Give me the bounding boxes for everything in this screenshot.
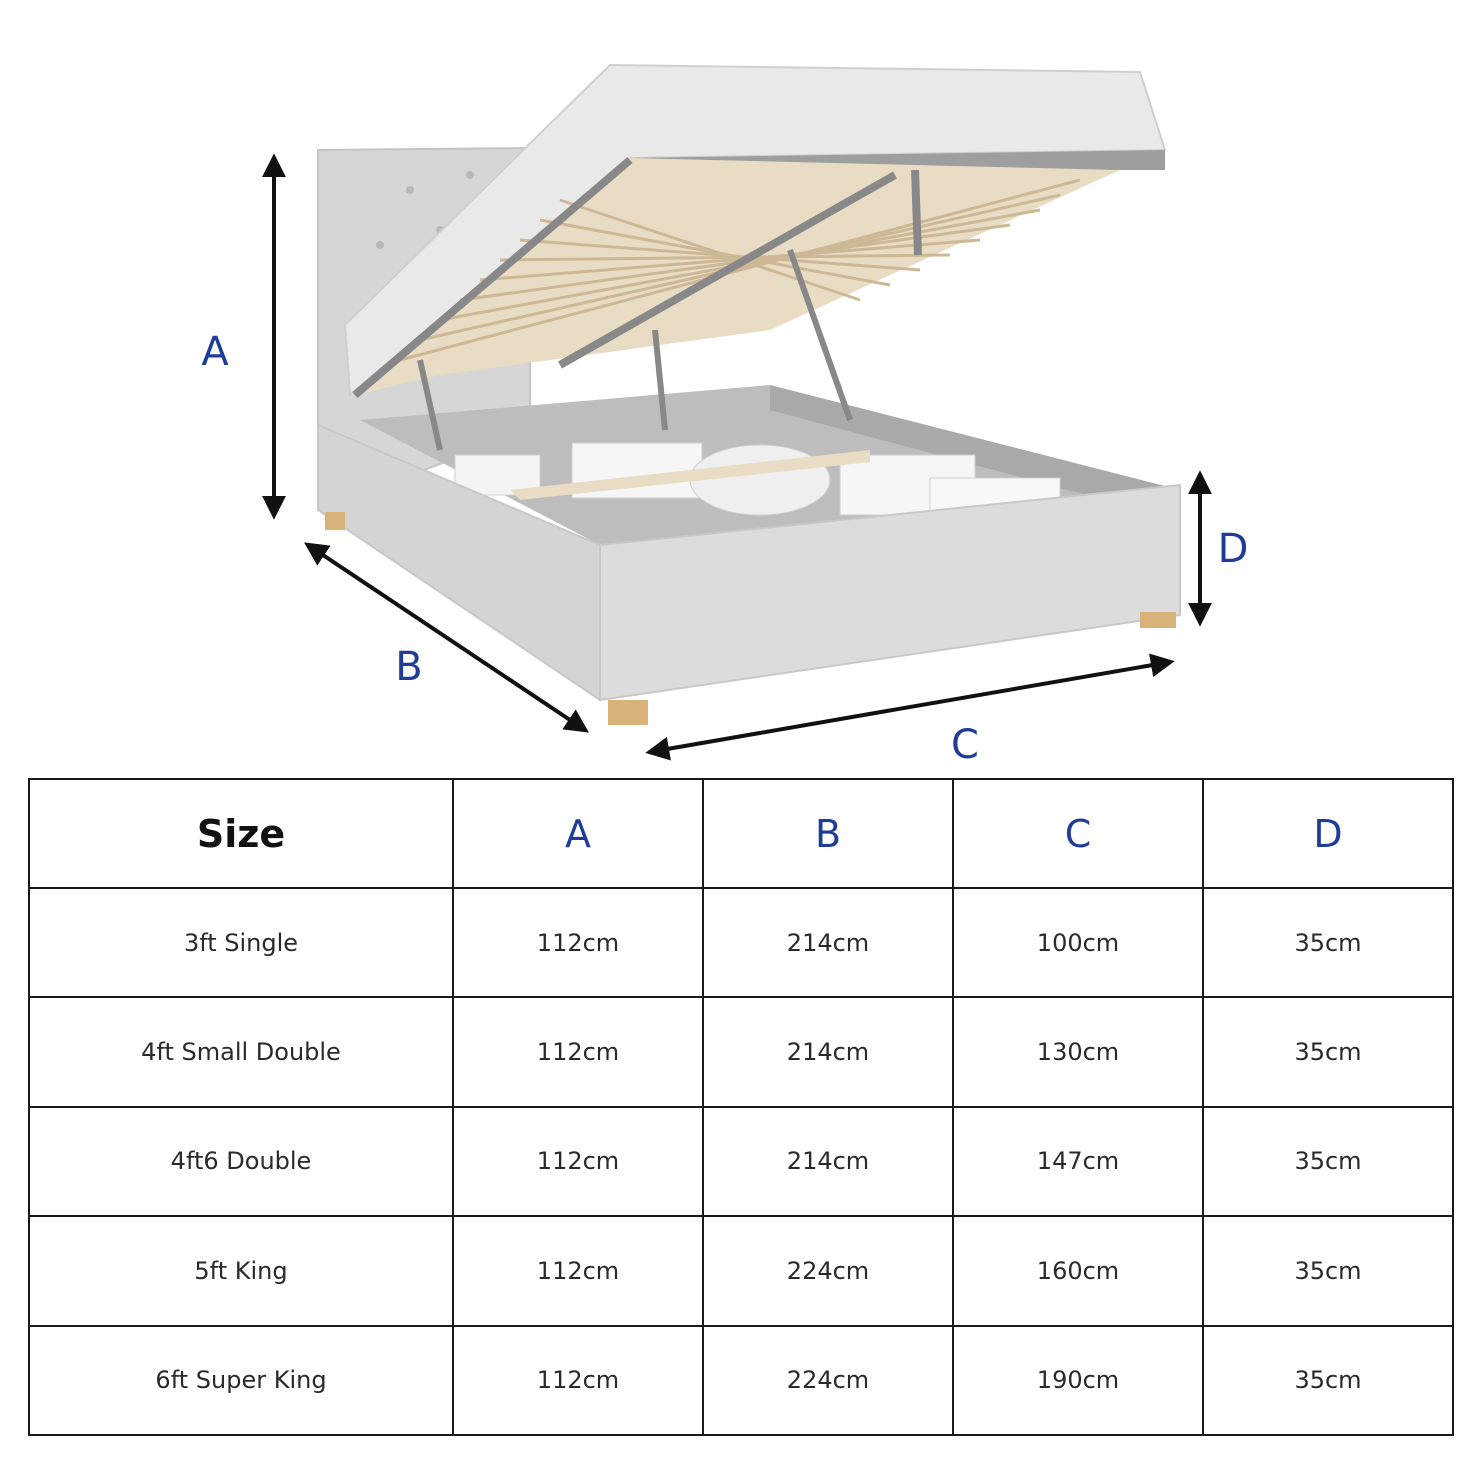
leg — [1140, 612, 1176, 628]
cell-b: 224cm — [702, 1215, 954, 1327]
header-size: Size — [28, 778, 454, 889]
cell-c: 190cm — [952, 1324, 1204, 1437]
header-b: B — [702, 778, 954, 889]
dimension-arrows — [262, 153, 1212, 761]
storage-base — [317, 385, 1181, 725]
cell-d: 35cm — [1202, 996, 1454, 1108]
ottoman-lid — [343, 63, 1167, 451]
header-a: A — [452, 778, 704, 889]
cell-a: 112cm — [452, 1215, 704, 1327]
table-row: 4ft Small Double 112cm 214cm 130cm 35cm — [28, 996, 1454, 1108]
dimension-label-b: B — [395, 644, 423, 690]
cell-a: 112cm — [452, 886, 704, 999]
cell-c: 130cm — [952, 996, 1204, 1108]
leg — [325, 512, 345, 530]
cell-a: 112cm — [452, 996, 704, 1108]
dimension-label-d: D — [1217, 526, 1249, 572]
table-row: 6ft Super King 112cm 224cm 190cm 35cm — [28, 1324, 1454, 1437]
size-table: Size A B C D 3ft Single 112cm 214cm 100c… — [28, 778, 1454, 1437]
dimension-label-a: A — [201, 329, 229, 375]
cell-d: 35cm — [1202, 1324, 1454, 1437]
table-row: 5ft King 112cm 224cm 160cm 35cm — [28, 1215, 1454, 1327]
cell-b: 224cm — [702, 1324, 954, 1437]
bed-illustration — [262, 63, 1212, 761]
bed-dimension-diagram: A B C D — [201, 63, 1249, 768]
cell-a: 112cm — [452, 1324, 704, 1437]
cell-size: 5ft King — [28, 1215, 454, 1327]
cell-b: 214cm — [702, 1105, 954, 1218]
cell-b: 214cm — [702, 996, 954, 1108]
arrow-c — [645, 653, 1175, 761]
cell-size: 4ft Small Double — [28, 996, 454, 1108]
cell-c: 147cm — [952, 1105, 1204, 1218]
arrow-b — [304, 542, 589, 733]
cell-d: 35cm — [1202, 886, 1454, 999]
cell-size: 6ft Super King — [28, 1324, 454, 1437]
cell-size: 3ft Single — [28, 886, 454, 999]
cell-b: 214cm — [702, 886, 954, 999]
leg — [608, 700, 648, 725]
cell-a: 112cm — [452, 1105, 704, 1218]
cell-c: 160cm — [952, 1215, 1204, 1327]
cell-d: 35cm — [1202, 1105, 1454, 1218]
cell-c: 100cm — [952, 886, 1204, 999]
cell-size: 4ft6 Double — [28, 1105, 454, 1218]
header-c: C — [952, 778, 1204, 889]
table-header-row: Size A B C D — [28, 778, 1454, 889]
dimension-label-c: C — [951, 722, 979, 768]
cell-d: 35cm — [1202, 1215, 1454, 1327]
table-row: 3ft Single 112cm 214cm 100cm 35cm — [28, 886, 1454, 999]
header-d: D — [1202, 778, 1454, 889]
table-row: 4ft6 Double 112cm 214cm 147cm 35cm — [28, 1105, 1454, 1218]
